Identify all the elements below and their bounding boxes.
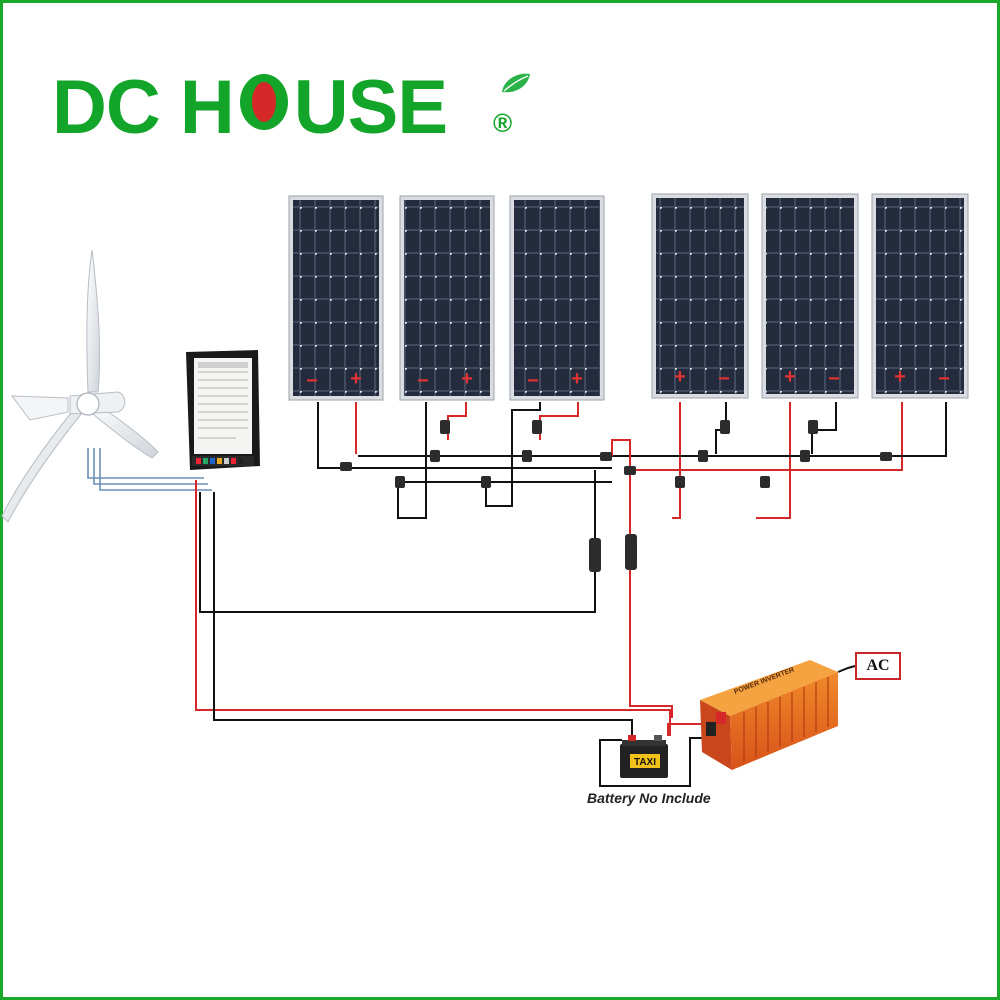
- logo-o-mark: [236, 68, 292, 132]
- solar-panel: [761, 193, 859, 399]
- brand-logo: DC H USE ®: [52, 65, 530, 150]
- negative-terminal: −: [417, 370, 429, 392]
- solar-panel: [399, 195, 495, 401]
- battery-caption: Battery No Include: [587, 790, 711, 806]
- logo-text-suffix: USE: [293, 65, 448, 150]
- ac-output-label: AC: [855, 652, 901, 680]
- battery-brand: TAXI: [634, 757, 656, 768]
- mc4-connectors: [340, 420, 892, 572]
- registered-mark: ®: [493, 108, 513, 138]
- negative-terminal: −: [828, 368, 840, 390]
- right-array-wiring: [611, 402, 947, 718]
- battery: TAXI: [620, 735, 668, 778]
- wind-turbine: [1, 249, 159, 523]
- solar-panels: − + − + − + + − + − + −: [288, 193, 969, 401]
- solar-panel: [288, 195, 384, 401]
- hybrid-controller: [186, 350, 260, 470]
- wind-cables: [87, 448, 212, 491]
- positive-terminal: +: [784, 366, 796, 388]
- solar-panel: [651, 193, 749, 399]
- negative-terminal: −: [527, 370, 539, 392]
- positive-terminal: +: [571, 368, 583, 390]
- positive-terminal: +: [894, 366, 906, 388]
- negative-terminal: −: [938, 368, 950, 390]
- logo-text-prefix: DC H: [52, 65, 235, 150]
- power-inverter: POWER INVERTER: [700, 660, 856, 770]
- controller-battery-wiring: [195, 480, 721, 787]
- negative-terminal: −: [718, 368, 730, 390]
- positive-terminal: +: [674, 366, 686, 388]
- negative-terminal: −: [306, 370, 318, 392]
- positive-terminal: +: [461, 368, 473, 390]
- left-array-wiring: [199, 402, 612, 613]
- solar-panel: [871, 193, 969, 399]
- positive-terminal: +: [350, 368, 362, 390]
- solar-panel: [509, 195, 605, 401]
- leaf-icon: [500, 72, 532, 101]
